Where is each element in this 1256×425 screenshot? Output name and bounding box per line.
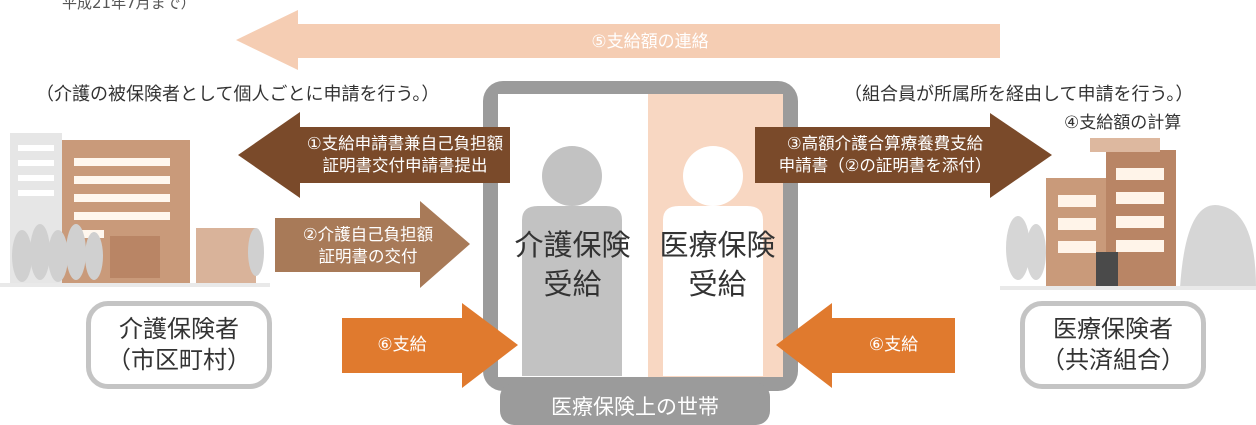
arrow-2-label: ②介護自己負担額 証明書の交付 bbox=[278, 224, 458, 269]
household-label-tab bbox=[500, 383, 770, 425]
arrow-1-shape bbox=[238, 112, 510, 198]
arrow-6-right-shape bbox=[776, 303, 955, 388]
arrow-1-line-1: ①支給申請書兼自己負担額 bbox=[306, 134, 504, 153]
person-right-icon bbox=[663, 146, 763, 376]
arrow-5-label: ⑤支給額の連絡 bbox=[591, 32, 709, 52]
arrow-5-shape bbox=[236, 10, 1000, 70]
person-left-icon bbox=[522, 146, 622, 376]
arrow-3-shape bbox=[755, 113, 1052, 198]
arrow-2-shape bbox=[275, 201, 470, 288]
arrow-6-right-label: ⑥支給 bbox=[868, 335, 919, 355]
medical-recipient-line-2: 受給 bbox=[688, 267, 747, 302]
medical-insurer-box: 医療保険者 （共済組合） bbox=[1020, 301, 1206, 389]
care-recipient-line-2: 受給 bbox=[543, 267, 602, 302]
calculation-note: ④支給額の計算 bbox=[1064, 113, 1182, 133]
arrow-2-line-2: 証明書の交付 bbox=[318, 247, 418, 267]
household-label: 医療保険上の世帯 bbox=[551, 395, 719, 419]
arrow-1-line-2: 証明書交付申請書提出 bbox=[322, 156, 488, 176]
care-recipient-line-1: 介護保険 bbox=[514, 228, 631, 262]
arrow-3-line-1: ③高額介護合算療養費支給 bbox=[786, 134, 984, 153]
medical-insurer-name: 医療保険者 bbox=[1053, 314, 1173, 343]
care-insurance-recipient: 介護保険 受給 bbox=[505, 226, 640, 304]
care-insurer-sub: （市区町村） bbox=[107, 346, 251, 374]
left-procedure-note: （介護の被保険者として個人ごとに申請を行う。） bbox=[36, 84, 440, 105]
medical-recipient-line-1: 医療保険 bbox=[659, 228, 776, 262]
top-note: 平成21年7月まで） bbox=[62, 0, 196, 12]
arrow-2-line-1: ②介護自己負担額 bbox=[302, 225, 434, 244]
right-procedure-note: （組合員が所属所を経由して申請を行う。） bbox=[844, 84, 1194, 105]
arrow-6-left-shape bbox=[342, 303, 518, 388]
medical-insurance-recipient: 医療保険 受給 bbox=[650, 226, 785, 304]
care-insurer-name: 介護保険者 bbox=[119, 314, 239, 343]
arrow-3-label: ③高額介護合算療養費支給 申請書（②の証明書を添付） bbox=[760, 133, 1010, 178]
arrow-3-line-2: 申請書（②の証明書を添付） bbox=[778, 156, 992, 176]
medical-insurer-sub: （共済組合） bbox=[1041, 346, 1185, 374]
association-building-icon bbox=[1000, 138, 1256, 290]
arrow-1-label: ①支給申請書兼自己負担額 証明書交付申請書提出 bbox=[300, 133, 510, 178]
arrow-6-left-label: ⑥支給 bbox=[377, 335, 427, 355]
municipality-building-icon bbox=[0, 133, 270, 287]
care-insurer-box: 介護保険者 （市区町村） bbox=[86, 301, 272, 389]
